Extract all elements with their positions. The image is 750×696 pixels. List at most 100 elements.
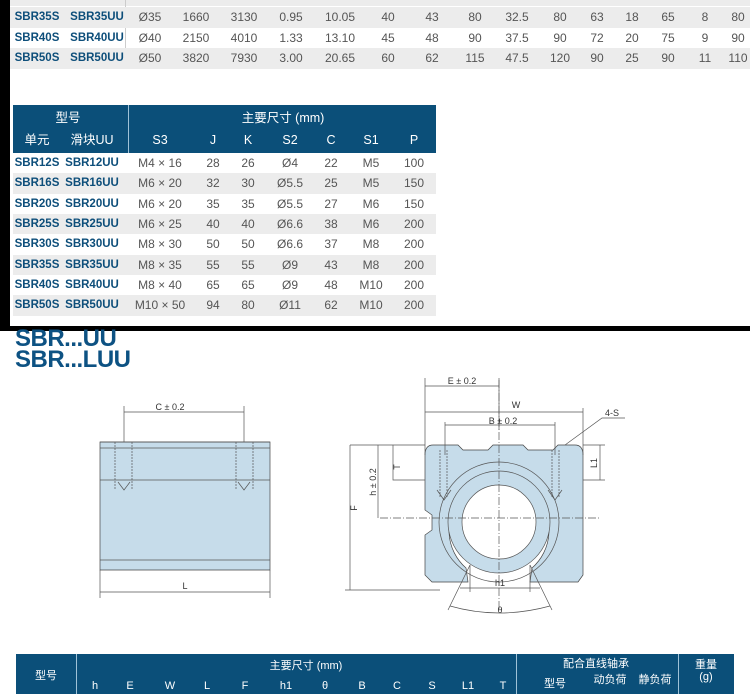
dim-e: E ± 0.2: [448, 376, 476, 386]
column-header: 单元: [24, 133, 50, 147]
table-cell: 48: [324, 277, 338, 292]
table-cell: 60: [381, 51, 395, 66]
table-cell: M8 × 40: [138, 277, 182, 292]
table-cell: 32: [206, 176, 220, 191]
table-cell: 47.5: [505, 51, 529, 66]
frame-bottom: [0, 326, 750, 331]
table-cell: 200: [403, 237, 425, 252]
table-cell: Ø5.5: [276, 176, 304, 191]
table-cell: SBR20S: [14, 197, 60, 210]
table-cell: Ø6.6: [276, 216, 304, 231]
column-header: L: [203, 680, 211, 692]
column-header: S1: [363, 133, 379, 147]
table-cell: SBR40UU: [70, 31, 124, 44]
table-cell: SBR12S: [14, 157, 60, 169]
table-cell: Ø9: [281, 277, 299, 292]
table-cell: M8: [362, 257, 380, 272]
header-weight-unit: (g): [699, 671, 713, 683]
table-cell: SBR16S: [14, 177, 60, 190]
table-cell: 75: [661, 30, 675, 45]
column-header: E: [126, 680, 134, 692]
table-cell: 90: [468, 30, 482, 45]
table-cell: 27: [324, 196, 338, 211]
dim-c: C ± 0.2: [156, 402, 185, 412]
table-cell: 9: [701, 30, 709, 45]
table-cell: 50: [241, 237, 255, 252]
column-header: h1: [279, 680, 293, 692]
table-cell: 72: [590, 30, 604, 45]
header-dims: 主要尺寸 (mm): [269, 660, 343, 672]
side-view: [99, 406, 271, 598]
dim-theta: θ: [497, 605, 502, 615]
table-cell: 11: [698, 51, 712, 66]
column-header: C: [393, 680, 401, 692]
table-cell: Ø6.6: [276, 237, 304, 252]
table-cell: 28: [206, 156, 220, 170]
table-cell: 55: [206, 257, 220, 272]
table-cell: Ø4: [281, 156, 299, 170]
table-cell: M8: [362, 237, 380, 252]
table-cell: 1660: [182, 10, 210, 24]
column-header: θ: [321, 680, 329, 692]
table-cell: 25: [324, 176, 338, 191]
column-header: 动负荷: [593, 674, 627, 686]
header-model: 型号: [55, 111, 81, 125]
table-cell: SBR50S: [14, 299, 60, 312]
table-cell: 80: [553, 10, 567, 24]
table-cell: 90: [553, 30, 567, 45]
table-cell: 40: [241, 216, 255, 231]
table-cell: SBR40S: [14, 278, 60, 291]
technical-drawing: C ± 0.2 L E ± 0.2 W B ± 0.2 4-S T h ± 0.…: [99, 376, 625, 615]
table-cell: SBR30S: [14, 238, 60, 251]
table-cell: 37: [324, 237, 338, 252]
table-cell: 65: [206, 277, 220, 292]
table-cell: 45: [381, 30, 395, 45]
dim-b: B ± 0.2: [489, 416, 517, 426]
table-cell: SBR30UU: [65, 238, 119, 251]
column-header: 滑块UU: [70, 133, 114, 147]
table-cell: M10: [359, 277, 383, 292]
column-header: F: [241, 680, 249, 692]
table-cell: SBR40S: [14, 31, 60, 44]
table-cell: 55: [241, 257, 255, 272]
table-row-partial: [10, 0, 750, 6]
table-cell: 30: [241, 176, 255, 191]
table-cell: 90: [661, 51, 675, 66]
table-cell: 22: [324, 156, 338, 170]
table-cell: Ø35: [138, 10, 162, 24]
column-header: S3: [152, 133, 168, 147]
table-cell: 18: [625, 10, 639, 24]
table-cell: M6 × 20: [138, 176, 182, 191]
table-cell: 4010: [230, 30, 258, 45]
table-cell: M6: [362, 196, 380, 211]
table-cell: 48: [425, 30, 439, 45]
table-cell: SBR50UU: [70, 52, 124, 65]
column-header: K: [243, 133, 253, 147]
table-cell: 3820: [182, 51, 210, 66]
table-cell: SBR35UU: [65, 258, 119, 271]
table-cell: 2150: [182, 30, 210, 45]
dim-4s: 4-S: [605, 408, 619, 418]
table-cell: SBR16UU: [65, 177, 119, 190]
table-cell: M8 × 30: [138, 237, 182, 252]
table-cell: 150: [403, 196, 425, 211]
section-title-luu: SBR...LUU: [15, 346, 131, 373]
table-cell: M8 × 35: [138, 257, 182, 272]
front-view: [345, 378, 625, 614]
table-cell: SBR40UU: [65, 278, 119, 291]
dim-w: W: [512, 400, 521, 410]
table-cell: Ø40: [138, 30, 162, 45]
table-cell: M6 × 20: [138, 196, 182, 211]
dim-t: T: [392, 464, 402, 470]
table-cell: 43: [324, 257, 338, 272]
